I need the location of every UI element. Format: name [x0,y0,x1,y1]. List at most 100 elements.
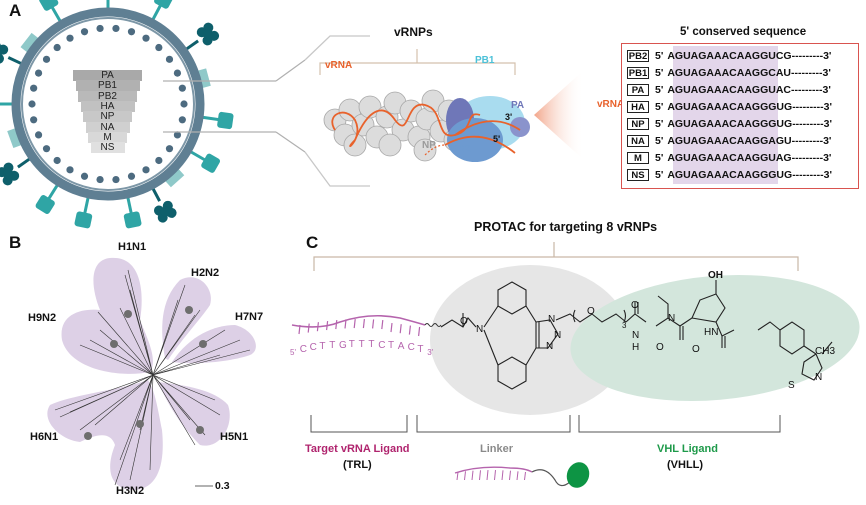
protac-top-bracket [313,242,799,271]
three-prime: 3' [823,151,832,164]
rna-five-prime: 5' [290,348,296,357]
three-prime-label: 3' [505,112,513,122]
segment-tag: PB2 [627,49,649,62]
five-prime: 5' [655,83,664,96]
phylogenetic-tree [47,257,256,490]
dbco-triazole-skeleton [440,281,647,390]
pb1-label: PB1 [475,55,495,66]
three-prime: 3' [822,66,831,79]
m2-spike [164,167,185,188]
rna-three-prime: 3' [427,348,434,357]
rna-base: G [339,339,347,351]
segment-tag: NP [627,117,649,130]
arrow-vrna-label: vRNA [597,99,625,110]
conserved-seq: AGUAGAAACAAGG [667,134,769,147]
ha-spike [35,184,59,214]
trl-abbr: (TRL) [343,459,372,471]
variable-seq: AGU [768,134,792,147]
five-prime: 5' [655,100,664,113]
segment-tag: PB1 [627,66,649,79]
matrix-protein-dots [28,24,188,184]
rna-base: T [329,340,336,352]
segment-tag: HA [627,100,649,113]
vhl-region-bg [570,274,860,402]
vrna-label: vRNA [325,60,353,71]
atom-pyrrolidine-n: N [668,313,676,324]
variable-seq: GUG [768,100,793,113]
segment-bar-na: NA [85,121,130,133]
component-brackets [310,415,781,433]
na-spike [185,22,220,51]
vrna-strand [331,103,481,147]
dashes: --------- [791,83,823,96]
atom-nh-h: H [632,342,640,353]
atom-amide-o-mid: O [656,342,664,353]
three-prime: 3' [823,49,832,62]
atom-triazole-n1: N [548,314,556,325]
marker-h5n1 [196,426,204,434]
ha-spike [39,0,62,22]
rna-base: C [407,342,415,354]
conserved-seq: AGUAGAAACAAGG [667,168,769,181]
clade-label-h6n1: H6N1 [30,431,59,443]
clade-label-h7n7: H7N7 [235,311,264,323]
clade-label-h5n1: H5N1 [220,431,249,443]
viral-envelope [11,7,205,201]
dashes: --------- [791,66,823,79]
rna-base: A [397,341,405,353]
conserved-seq: AGUAGAAACAAGG [667,49,769,62]
segment-bar-ns: NS [90,142,125,154]
rna-base: T [368,339,375,351]
panel-label-a: A [9,1,22,20]
conserved-seq: AGUAGAAACAAGG [667,83,769,96]
variable-seq: GUG [768,117,793,130]
clade-label-h2n2: H2N2 [191,267,220,279]
variable-seq: UAC [768,83,792,96]
trl-label: Target vRNA Ligand [305,443,410,455]
vhl-ligand-skeleton [655,280,833,381]
vrnp-title: vRNPs [394,25,433,39]
segment-tag: NS [627,168,649,181]
vrnp-connector-lines [304,35,370,187]
atom-thiazole-s: S [788,380,795,391]
clade-label-h3n2: H3N2 [116,485,145,497]
clade-h2n2 [162,277,211,360]
clade-markers [84,306,207,440]
five-prime: 5' [655,117,664,130]
segment-bar-m: M [88,131,127,143]
ha-spike [106,0,110,8]
vhl-label: VHL Ligand [657,443,718,455]
pb2-label: PB2 [451,144,471,155]
five-prime: 5' [655,66,664,79]
dashes: --------- [791,151,824,164]
protac-structure [291,265,860,415]
dashes: --------- [792,100,824,113]
dashes: --------- [791,49,824,62]
ha-spike [74,197,93,229]
segment-tag: PA [627,83,649,96]
clade-h1n1-h9n2 [61,257,153,374]
rna-base: C [309,342,317,354]
atom-thiazole-n: N [815,372,823,383]
ha-spike [151,0,174,20]
ha-spike [202,111,234,130]
segment-tag: M [627,151,649,164]
marker-h9n2 [110,340,118,348]
conserved-seq: AGUAGAAACAAGG [667,66,769,79]
m2-spike [7,127,23,149]
atom-amide-o-right: O [692,344,700,355]
trl-rna-backbone [291,314,426,328]
five-prime: 5' [655,134,664,147]
segment-bar-pa: PA [73,70,142,81]
rna-base: C [299,343,308,355]
atom-amide-n: N [476,324,484,335]
clade-shapes [47,257,256,490]
five-prime-label: 5' [493,134,501,144]
atom-carbonyl-o: O [460,316,468,327]
rna-base: T [388,340,395,352]
na-spike [0,41,22,65]
